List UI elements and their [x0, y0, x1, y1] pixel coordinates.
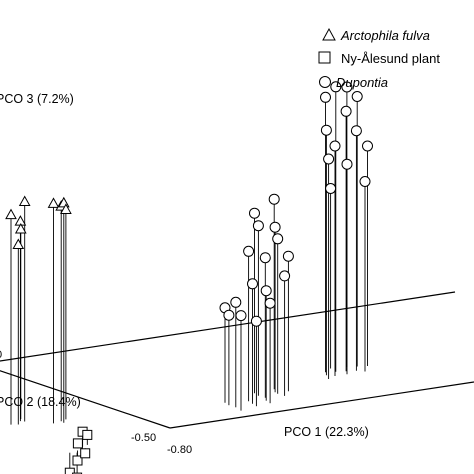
data-point-circle	[272, 233, 284, 245]
data-point-square	[72, 455, 83, 466]
floor-right-edge	[169, 381, 474, 429]
z-axis-tick-fragment: 0	[0, 349, 2, 361]
data-point-circle	[341, 158, 353, 170]
data-point-square	[82, 429, 93, 440]
data-point-circle	[351, 91, 363, 102]
data-point-circle	[330, 81, 342, 93]
drop-lines	[10, 86, 368, 474]
data-point-square	[72, 438, 83, 449]
triangle-icon	[322, 27, 336, 41]
x-axis-title: PCO 1 (22.3%)	[284, 425, 369, 439]
data-point-circle	[269, 221, 281, 233]
data-point-circle	[341, 81, 353, 93]
data-point-circle	[235, 310, 247, 322]
legend-item-dupontia: Dupontia	[319, 75, 388, 90]
data-point-square	[80, 448, 91, 459]
data-point-circle	[362, 140, 373, 152]
data-point-triangle	[12, 238, 25, 250]
data-point-circle	[350, 125, 362, 137]
axis-box	[0, 291, 474, 429]
data-point-circle	[249, 207, 260, 219]
z-axis-title: PCO 3 (7.2%)	[0, 92, 74, 106]
y-axis-tick-label: -0.50	[131, 432, 156, 444]
data-point-circle	[340, 105, 352, 117]
legend-item-arctophila: Arctophila fulva	[322, 27, 430, 43]
legend-label-dupontia: Dupontia	[336, 75, 388, 90]
data-point-circle	[260, 285, 272, 297]
data-point-triangle	[60, 203, 72, 214]
data-point-circle	[282, 250, 294, 262]
data-point-circle	[323, 153, 335, 165]
data-point-circle	[230, 296, 242, 308]
floor-front-edge	[0, 370, 171, 429]
y-axis-title: PCO 2 (18.4%)	[0, 395, 81, 409]
data-point-circle	[320, 124, 332, 136]
data-point-triangle	[18, 195, 31, 207]
data-point-circle	[247, 278, 258, 290]
data-point-circle	[252, 220, 264, 232]
data-point-circle	[268, 193, 280, 205]
x-axis-tick-label: -0.80	[167, 444, 192, 456]
data-point-circle	[320, 91, 331, 103]
data-point-triangle	[5, 208, 17, 220]
data-point-circle	[279, 270, 291, 282]
data-point-circle	[264, 297, 276, 309]
legend-label-arctophila: Arctophila fulva	[340, 28, 430, 43]
legend-item-ny-alesund: Ny-Ålesund plant	[318, 51, 440, 66]
data-point-triangle	[14, 223, 27, 234]
data-point-circle	[243, 245, 255, 257]
data-point-circle	[325, 183, 337, 194]
legend-label-ny-alesund: Ny-Ålesund plant	[341, 51, 440, 66]
data-markers	[5, 81, 373, 474]
data-point-circle	[359, 176, 371, 187]
square-icon	[318, 51, 331, 64]
data-point-circle	[250, 315, 262, 327]
data-point-triangle	[47, 197, 60, 208]
floor-left-edge	[0, 291, 456, 362]
legend: Arctophila fulva Ny-Ålesund plant Dupont…	[318, 27, 440, 90]
data-point-circle	[259, 252, 271, 264]
data-point-circle	[223, 309, 235, 321]
circle-icon	[319, 76, 331, 88]
data-point-circle	[329, 140, 341, 152]
